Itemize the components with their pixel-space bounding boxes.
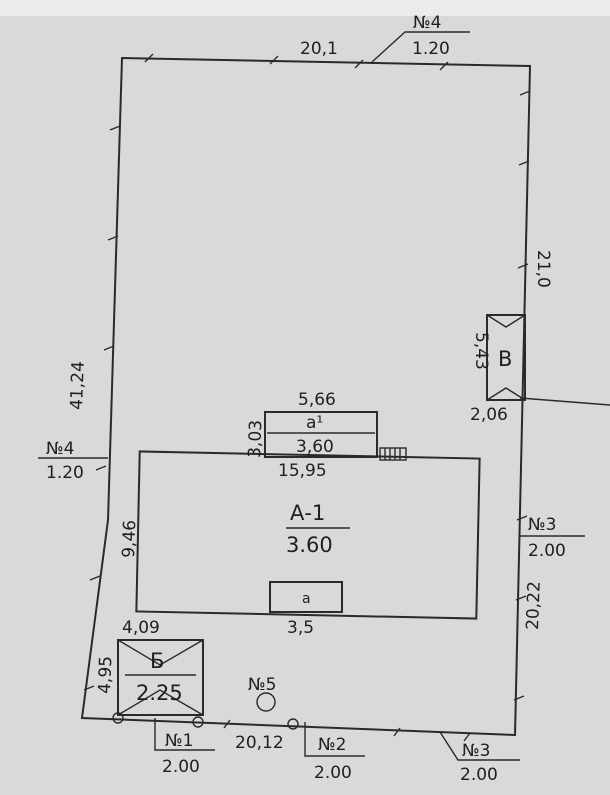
well-symbol xyxy=(256,692,276,712)
boundary-extension xyxy=(519,397,610,406)
fence-bottom-right-height: 2.00 xyxy=(460,765,498,785)
shed-b-width-label: 4,95 xyxy=(95,656,116,695)
main-name-label: А-1 xyxy=(290,501,325,525)
plot-boundary xyxy=(80,56,532,737)
post-1 xyxy=(112,712,124,724)
annex-length-label: 5,66 xyxy=(298,390,336,410)
porch-length-label: 3,5 xyxy=(287,618,314,638)
fence-bottom-right-label: №3 xyxy=(462,741,491,761)
shed-b-cross xyxy=(117,639,204,716)
shed-v-width-label: 2,06 xyxy=(470,405,508,425)
well-label: №5 xyxy=(248,675,277,695)
fence-1-height: 2.00 xyxy=(162,757,200,777)
shed-v-cross xyxy=(486,314,526,401)
fence-right-height: 2.00 xyxy=(528,541,566,561)
shed-v-outline xyxy=(486,314,526,401)
stairs-steps xyxy=(384,448,401,460)
main-width-label: 9,46 xyxy=(119,520,140,559)
fence-leader-1 xyxy=(154,718,215,751)
main-length-label: 15,95 xyxy=(278,461,327,481)
side-bottom-label: 20,12 xyxy=(235,733,284,753)
post-2 xyxy=(192,716,204,728)
annex-name-label: а¹ xyxy=(306,413,323,433)
shed-b-outline xyxy=(117,639,204,716)
side-top-label: 20,1 xyxy=(300,39,338,59)
stairs xyxy=(379,447,407,461)
annex-height-label: 3,60 xyxy=(296,437,334,457)
fence-leader-top xyxy=(371,31,470,63)
shed-b-length-label: 4,09 xyxy=(122,618,160,638)
main-height-label: 3.60 xyxy=(286,533,333,557)
porch-name-label: а xyxy=(302,591,311,607)
fence-2-height: 2.00 xyxy=(314,763,352,783)
annex-outline xyxy=(264,411,378,458)
annex-width-label: 3,03 xyxy=(245,420,266,459)
fence-left-height: 1.20 xyxy=(46,463,84,483)
side-right-lower-label: 20,22 xyxy=(523,581,545,630)
main-building-outline xyxy=(135,450,481,620)
fence-leader-2 xyxy=(304,722,365,757)
post-3 xyxy=(287,718,299,730)
shed-v-name-label: В xyxy=(498,347,512,371)
fence-2-label: №2 xyxy=(318,735,347,755)
top-strip xyxy=(0,0,610,16)
fence-top-label: №4 xyxy=(413,13,442,33)
fence-top-height: 1.20 xyxy=(412,39,450,59)
fence-left-label: №4 xyxy=(46,439,75,459)
fence-1-label: №1 xyxy=(165,731,194,751)
side-right-upper-label: 21,0 xyxy=(533,250,553,288)
fence-ticks xyxy=(83,53,531,742)
shed-b-height-label: 2.25 xyxy=(136,681,183,705)
shed-v-length-label: 5,43 xyxy=(471,332,491,370)
porch-outline xyxy=(269,581,343,613)
fence-right-label: №3 xyxy=(528,515,557,535)
side-left-label: 41,24 xyxy=(67,361,89,410)
fence-leader-bottom-right xyxy=(439,731,520,761)
shed-b-name-label: Б xyxy=(150,649,164,673)
